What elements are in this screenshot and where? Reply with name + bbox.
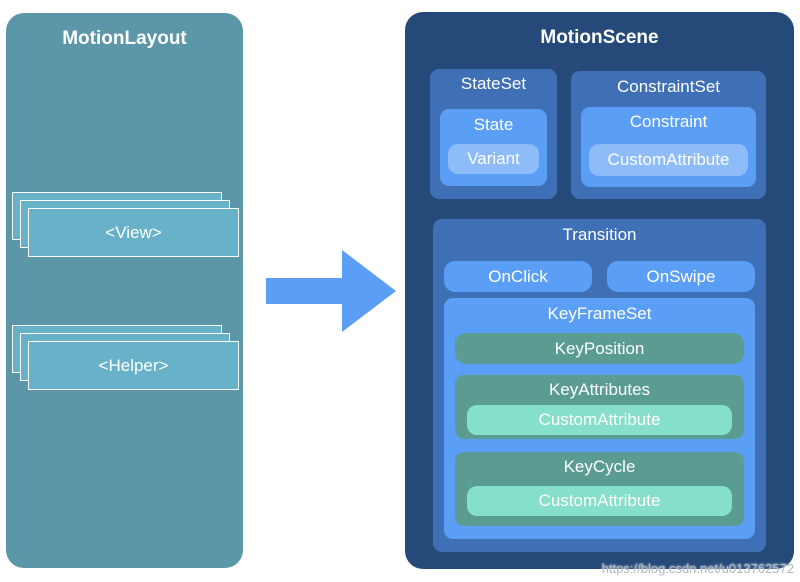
key-position-label: KeyPosition	[554, 338, 645, 358]
state-set-box: StateSet State Variant	[430, 69, 557, 199]
right-arrow-icon	[266, 250, 396, 332]
constraint-set-title: ConstraintSet	[617, 77, 720, 96]
constraint-custom-attribute-pill: CustomAttribute	[589, 144, 748, 176]
key-attributes-custom-attribute-pill: CustomAttribute	[467, 405, 732, 435]
key-cycle-custom-attribute-pill: CustomAttribute	[467, 486, 732, 516]
variant-label: Variant	[467, 149, 520, 168]
transition-box: Transition OnClick OnSwipe KeyFrameSet K…	[433, 219, 766, 552]
constraint-box: Constraint CustomAttribute	[581, 107, 756, 187]
key-cycle-title: KeyCycle	[563, 457, 636, 476]
key-cycle-custom-attribute-label: CustomAttribute	[538, 491, 661, 510]
motion-scene-panel: MotionScene StateSet State Variant Const…	[405, 12, 794, 569]
variant-pill: Variant	[448, 144, 539, 174]
helper-card: <Helper>	[28, 341, 239, 390]
on-click-label: OnClick	[488, 266, 548, 286]
motion-layout-title: MotionLayout	[62, 28, 187, 49]
key-position-box: KeyPosition	[455, 333, 744, 364]
state-box: State Variant	[440, 109, 547, 186]
on-click-box: OnClick	[444, 261, 592, 292]
constraint-title: Constraint	[629, 112, 708, 131]
watermark: https://blog.csdn.net/u013762572	[601, 561, 794, 576]
transition-title: Transition	[562, 225, 637, 244]
key-frame-set-box: KeyFrameSet KeyPosition KeyAttributes Cu…	[444, 298, 755, 539]
key-cycle-box: KeyCycle CustomAttribute	[455, 452, 744, 526]
state-title: State	[473, 115, 514, 134]
on-swipe-label: OnSwipe	[646, 266, 716, 286]
key-attributes-custom-attribute-label: CustomAttribute	[538, 410, 661, 429]
motion-scene-title: MotionScene	[540, 27, 659, 48]
key-frame-set-title: KeyFrameSet	[547, 304, 652, 323]
key-attributes-title: KeyAttributes	[548, 380, 651, 399]
view-card: <View>	[28, 208, 239, 257]
state-set-title: StateSet	[460, 74, 527, 93]
motion-layout-panel: MotionLayout <View> <Helper>	[6, 13, 243, 568]
constraint-custom-attribute-label: CustomAttribute	[607, 150, 730, 169]
on-swipe-box: OnSwipe	[607, 261, 755, 292]
helper-label: <Helper>	[98, 355, 169, 375]
view-label: <View>	[105, 222, 162, 242]
key-attributes-box: KeyAttributes CustomAttribute	[455, 375, 744, 439]
constraint-set-box: ConstraintSet Constraint CustomAttribute	[571, 71, 766, 199]
